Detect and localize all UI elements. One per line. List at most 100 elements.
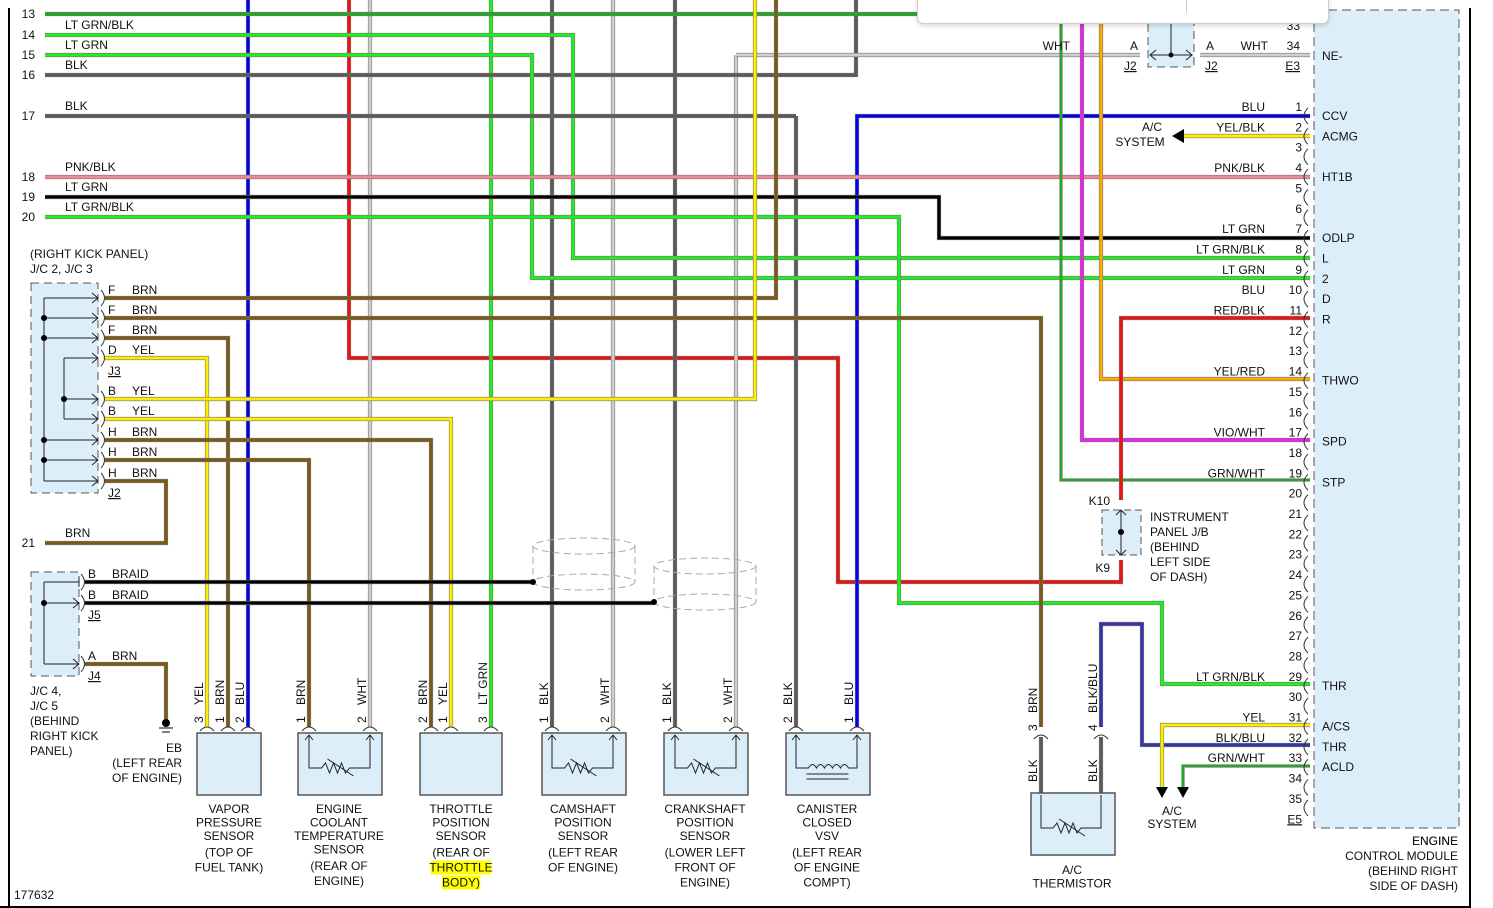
shield-icon (532, 537, 636, 555)
pin-socket (1303, 148, 1309, 166)
wire-color-label: YEL (1242, 711, 1265, 725)
pin-socket (423, 726, 439, 732)
ecm-pin-number: 10 (1289, 283, 1303, 297)
pin-socket (1303, 738, 1309, 756)
splice-pin: A (1130, 39, 1138, 53)
sensor-wire-label: BLU (842, 682, 856, 705)
ecm-pin-number: 23 (1289, 548, 1303, 562)
wire-15-ltgrn-outline (45, 52, 1310, 281)
jc-arrow-icon (64, 413, 99, 425)
pin-socket (1303, 657, 1309, 674)
pin-socket (1303, 433, 1309, 450)
jc-arrow-icon (64, 393, 99, 405)
pin-socket (100, 349, 105, 367)
sensor-cmp-name: CAMSHAFT (550, 802, 617, 816)
sensor-pin-number: 2 (416, 716, 430, 723)
pin-socket (240, 726, 256, 732)
arrow-left-icon (1172, 129, 1184, 143)
sensor-tps-location: BODY) (442, 876, 480, 890)
core-icon (806, 773, 849, 780)
sensor-tps-location: (REAR OF (432, 846, 489, 860)
sensor-wire-label: BLK (1026, 759, 1040, 782)
pin-socket (788, 726, 804, 732)
wire-jc-a-brn (85, 662, 168, 720)
sensor-tps-name: SENSOR (436, 829, 487, 843)
sensor-cmp-name: SENSOR (558, 829, 609, 843)
sensor-wire-label: BLK (781, 682, 795, 705)
sensor-tps-name: POSITION (432, 816, 489, 830)
ip-jb-label: OF DASH) (1150, 570, 1207, 584)
connector-id-j2: J2 (108, 486, 121, 500)
sensor-pin-number: 3 (192, 716, 206, 723)
pin-socket (80, 573, 85, 591)
wire-jc-h3 (45, 479, 168, 545)
pin-socket (1303, 229, 1309, 247)
jc-arrow-icon (44, 658, 80, 670)
ip-jb-connector: K9 (1095, 561, 1110, 575)
jc-pin-letter: B (108, 384, 116, 398)
shield-icon (532, 573, 636, 591)
junction-dot (41, 315, 47, 321)
left-pin-number: 18 (22, 170, 36, 184)
pin-socket (1303, 311, 1309, 328)
pin-socket (605, 726, 621, 732)
ecm-pin-number: 35 (1289, 792, 1303, 806)
jc-wire-label: BRAID (112, 567, 149, 581)
sensor-tps-name: THROTTLE (429, 802, 492, 816)
left-pin-number: 14 (22, 28, 36, 42)
pin-socket (1303, 107, 1309, 125)
left-wire-label: LT GRN/BLK (65, 18, 134, 32)
pin-socket (1303, 677, 1309, 695)
junction-dot (651, 599, 657, 605)
pin-socket (728, 726, 744, 732)
ecm-pin-number: 4 (1295, 161, 1302, 175)
shield-icon (653, 557, 757, 575)
arrow-down-icon (1156, 787, 1189, 798)
left-pin-number: 21 (22, 536, 36, 550)
ecm-pin-number: 3 (1295, 141, 1302, 155)
sensor-pin-number: 1 (537, 716, 551, 723)
left-pin-number: 16 (22, 68, 36, 82)
pin-socket (1303, 718, 1309, 735)
wire-color-label: GRN/WHT (1208, 466, 1266, 480)
ecm-pin-number: 7 (1295, 222, 1302, 236)
thermistor-icon (1040, 795, 1102, 835)
sensor-vsv-location: (LEFT REAR (792, 846, 862, 860)
shield-icon (653, 566, 757, 602)
sensor-pin-number: 1 (436, 716, 450, 723)
pin-socket (100, 410, 105, 428)
wire-color-label: LT GRN (1222, 263, 1265, 277)
sensor-ckp-location: ENGINE) (680, 876, 730, 890)
ecm-pin-number: 28 (1289, 649, 1303, 663)
ground-location: (LEFT REAR (112, 756, 182, 770)
sensor-tps-box (419, 732, 503, 796)
ecm-name-line: ENGINE (1412, 834, 1458, 848)
wire-blk-16 (45, 0, 858, 77)
sensor-wire-label: BLK (1086, 759, 1100, 782)
pin-socket (1303, 799, 1309, 817)
junction-dot (41, 437, 47, 443)
sensor-wire-label: BLU (233, 682, 247, 705)
pin-socket (1303, 473, 1309, 491)
splice-pin: A (1206, 39, 1214, 53)
pin-socket (1303, 453, 1309, 471)
ecm-signal-label: D (1322, 292, 1331, 306)
wire-color-label: BLU (1242, 283, 1265, 297)
left-wire-label: PNK/BLK (65, 160, 116, 174)
sensor-pin-number: 2 (355, 716, 369, 723)
solenoid-coil-icon (791, 734, 862, 770)
connector-id-e5: E5 (1287, 812, 1302, 826)
sensor-cmp-location: OF ENGINE) (548, 861, 618, 875)
ecm-pin-number: 32 (1289, 731, 1303, 745)
ecm-name: ENGINE (1412, 834, 1458, 848)
sensor-wire-label: BRN (416, 680, 430, 705)
sensor-wire-label: WHT (598, 677, 612, 705)
ecm-pin-number: 20 (1289, 487, 1303, 501)
ecm-signal-label: ACMG (1322, 129, 1358, 143)
wire-jc-b1 (105, 0, 757, 401)
sensor-vsv-box (785, 732, 871, 796)
pin-socket (1303, 189, 1309, 206)
wire-yel-red-thwo (1099, 0, 1310, 381)
junction-dot (41, 335, 47, 341)
pin-socket (1303, 372, 1309, 389)
